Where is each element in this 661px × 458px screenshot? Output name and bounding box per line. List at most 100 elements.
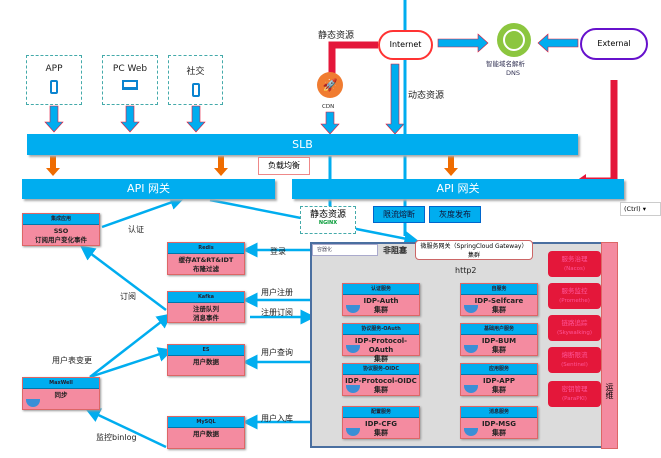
ops-name: 服务治理 — [561, 255, 588, 263]
docker-icon — [464, 305, 478, 313]
card-line: 订阅用户变化事件 — [35, 236, 87, 244]
service-header: 配置服务 — [343, 407, 419, 418]
service-name: IDP-APP — [482, 377, 515, 385]
external-cloud-icon: External — [580, 28, 648, 60]
service-name: IDP-Selfcare — [474, 297, 524, 305]
edge-label: 登录 — [270, 247, 286, 256]
service-name: IDP-BUM — [481, 337, 517, 345]
client-label: 社交 — [186, 67, 205, 77]
service-name: IDP-Protocol-OIDC — [345, 377, 417, 385]
edge-label: 用户查询 — [261, 348, 293, 357]
gateway-cluster: 微服务网关（SpringCloud Gateway） 集群 — [415, 240, 533, 260]
containerization-label: 容器化 — [312, 244, 378, 256]
service-sub: 集群 — [374, 429, 388, 437]
dns-label: DNS — [506, 69, 520, 77]
docker-icon — [346, 305, 360, 313]
service-sub: 集群 — [374, 355, 388, 363]
service-header: 消息服务 — [461, 407, 537, 418]
mobile-icon — [50, 80, 58, 94]
card-header: MaxWell — [23, 378, 99, 389]
ops-name: 熔断限流 — [561, 351, 588, 359]
nginx-logo: NGINX — [318, 220, 338, 226]
ops-tool: 熔断限流 (Sentinel) — [548, 347, 601, 373]
api-gateway-left: API 网关 — [22, 179, 275, 199]
nonblocking-label: 非阻塞 — [383, 246, 407, 255]
es-card: ES 用户数据 — [167, 344, 245, 376]
card-line: SSO — [53, 227, 69, 235]
service-header: 基础用户服务 — [461, 324, 537, 335]
edge-label: 用户入库 — [261, 414, 293, 423]
service-sub: 集群 — [374, 386, 388, 394]
internet-cloud-icon: Internet — [378, 30, 433, 60]
card-header: ES — [168, 345, 244, 356]
external-label: External — [597, 39, 631, 48]
slb-bar: SLB — [27, 134, 578, 155]
client-app: APP — [26, 55, 82, 105]
ops-label: 运维 — [605, 382, 614, 399]
gray-release-button[interactable]: 灰度发布 — [429, 206, 481, 223]
edge-label: 用户表变更 — [52, 356, 92, 365]
card-line: 缓存AT&RT&IDT — [178, 256, 234, 264]
http2-label: http2 — [455, 266, 477, 275]
card-header: Kafka — [168, 292, 244, 303]
client-label: APP — [45, 64, 63, 74]
service-sub: 集群 — [374, 306, 388, 314]
service-sub: 集群 — [492, 346, 506, 354]
dynamic-resource-label: 动态资源 — [408, 91, 445, 101]
ops-name: 密钥管理 — [561, 385, 588, 393]
ops-tool-name: (Sentinel) — [561, 362, 588, 368]
card-header: Redis — [168, 243, 244, 254]
static-box-title: 静态资源 — [309, 210, 346, 220]
docker-icon — [346, 345, 360, 353]
globe-icon — [497, 23, 531, 57]
card-header: 集成应用 — [23, 214, 99, 225]
ops-tool: 服务监控(Promethe) — [548, 283, 601, 309]
edge-label: 监控binlog — [96, 433, 137, 442]
ops-tool: 密钥管理 (ParaPKI) — [548, 381, 601, 407]
service-name: IDP-Auth — [363, 297, 399, 305]
api-gateway-right: API 网关 — [292, 179, 624, 199]
client-social: 社交 — [168, 55, 223, 105]
paste-options-button[interactable]: (Ctrl) ▾ — [620, 202, 661, 216]
service-header: 协议服务-OIDC — [343, 364, 419, 375]
maxwell-card: MaxWell 同步 — [22, 377, 100, 410]
laptop-icon — [122, 80, 138, 90]
ops-tool: 服务治理(Nacos) — [548, 251, 601, 277]
docker-icon — [464, 428, 478, 436]
ops-tool-name: (Skywalking) — [556, 330, 593, 336]
service-sub: 集群 — [492, 386, 506, 394]
edge-label: 注册订阅 — [261, 308, 293, 317]
ops-tool-name: (ParaPKI) — [562, 396, 587, 402]
card-line: 同步 — [54, 391, 68, 399]
ops-bar: 运维 — [601, 242, 618, 449]
card-line: 注册队列 — [193, 305, 219, 313]
card-line: 用户数据 — [193, 358, 219, 366]
card-header: MySQL — [168, 417, 244, 428]
gateway-title: 微服务网关（SpringCloud Gateway） — [420, 243, 528, 250]
edge-label: 订阅 — [120, 292, 136, 301]
client-label: PC Web — [112, 64, 148, 74]
card-line: 用户数据 — [193, 430, 219, 438]
load-balance-label: 负载均衡 — [258, 157, 310, 175]
gateway-sub: 集群 — [467, 252, 480, 259]
static-resource-label: 静态资源 — [318, 31, 355, 41]
cdn-label: CDN — [322, 104, 335, 110]
docker-icon — [346, 385, 360, 393]
service-header: 协议服务-OAuth — [343, 324, 419, 335]
rate-limit-button[interactable]: 限流熔断 — [373, 206, 425, 223]
ops-tool: 链路追踪 (Skywalking) — [548, 315, 601, 341]
docker-icon — [464, 345, 478, 353]
service-sub: 集群 — [492, 429, 506, 437]
mysql-card: MySQL 用户数据 — [167, 416, 245, 449]
service-header: 认证服务 — [343, 284, 419, 295]
docker-icon — [26, 399, 40, 407]
service-header: 自服务 — [461, 284, 537, 295]
ops-name: 链路追踪 — [561, 319, 588, 327]
rocket-icon: 🚀 — [317, 72, 343, 98]
ops-tool-name: (Promethe) — [559, 298, 590, 304]
